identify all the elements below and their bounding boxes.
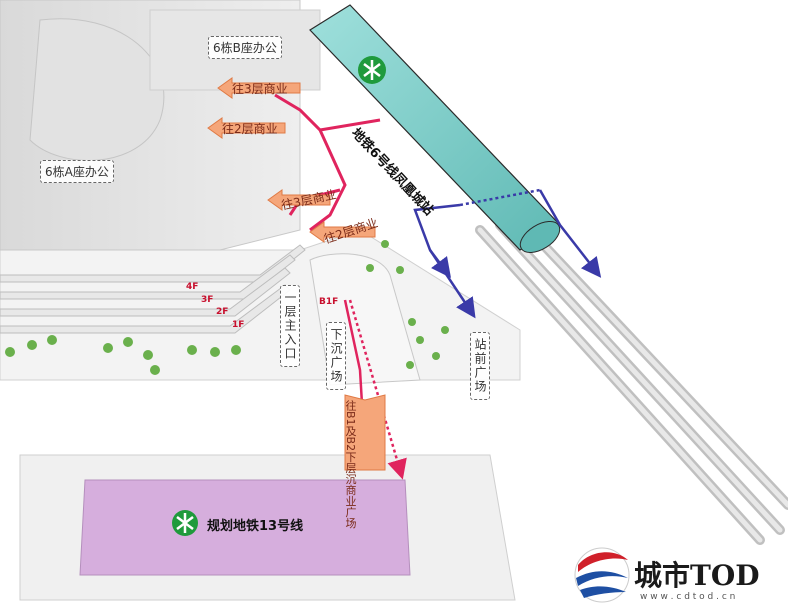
label-building-b: 6栋B座办公 [208, 36, 282, 59]
arrow-to-3f-mid [267, 189, 331, 211]
arrow-to-b1b2 [344, 394, 386, 471]
line13-metro-icon-glyph [176, 513, 194, 533]
line6-rails-highlight [477, 217, 788, 543]
blue-path-down [428, 249, 476, 319]
label-building-a: 6栋A座办公 [40, 160, 114, 183]
label-main-entrance: 一层主入口 [280, 285, 300, 367]
floor-slab-2f [0, 267, 291, 317]
brand-title: 城市TOD [634, 559, 760, 592]
line6-station-tube [309, 4, 561, 251]
floor-label-4f: 4F [186, 282, 199, 292]
arrow-to-3f-top [217, 77, 301, 99]
line13-label: 规划地铁13号线 [207, 519, 304, 534]
brand-logo-icon [574, 547, 630, 603]
line6-metro-icon-glyph [363, 60, 381, 80]
floor-label-3f: 3F [201, 295, 214, 305]
label-b1f: B1F [319, 297, 339, 307]
arrow-to-2f-top [207, 117, 286, 139]
blue-path-cross [459, 188, 541, 207]
floor-label-1f: 1F [232, 320, 245, 330]
brand-url: w w w . c d t o d . c n [640, 592, 736, 602]
floor-slab-4f [0, 244, 306, 283]
pink-path-upper [274, 93, 381, 232]
arrow-label-to-3f-top: 往3层商业 [232, 82, 288, 96]
label-sunken-plaza: 下沉广场 [326, 322, 346, 390]
orange-arrows [207, 77, 386, 471]
arrow-to-2f-mid [309, 221, 376, 243]
label-station-plaza: 站前广场 [470, 332, 490, 400]
building-curved-top [29, 18, 165, 161]
trees [5, 240, 449, 375]
arrow-label-to-2f-top: 往2层商业 [222, 122, 278, 136]
line13-area [79, 479, 411, 576]
floor-label-2f: 2F [216, 307, 229, 317]
line6-tube-end [519, 221, 561, 253]
floor-slab-3f [0, 254, 296, 300]
blue-path-right [538, 189, 602, 278]
arrow-label-to-b1b2: 往B1及B2下层沉商业广场 [344, 400, 357, 529]
